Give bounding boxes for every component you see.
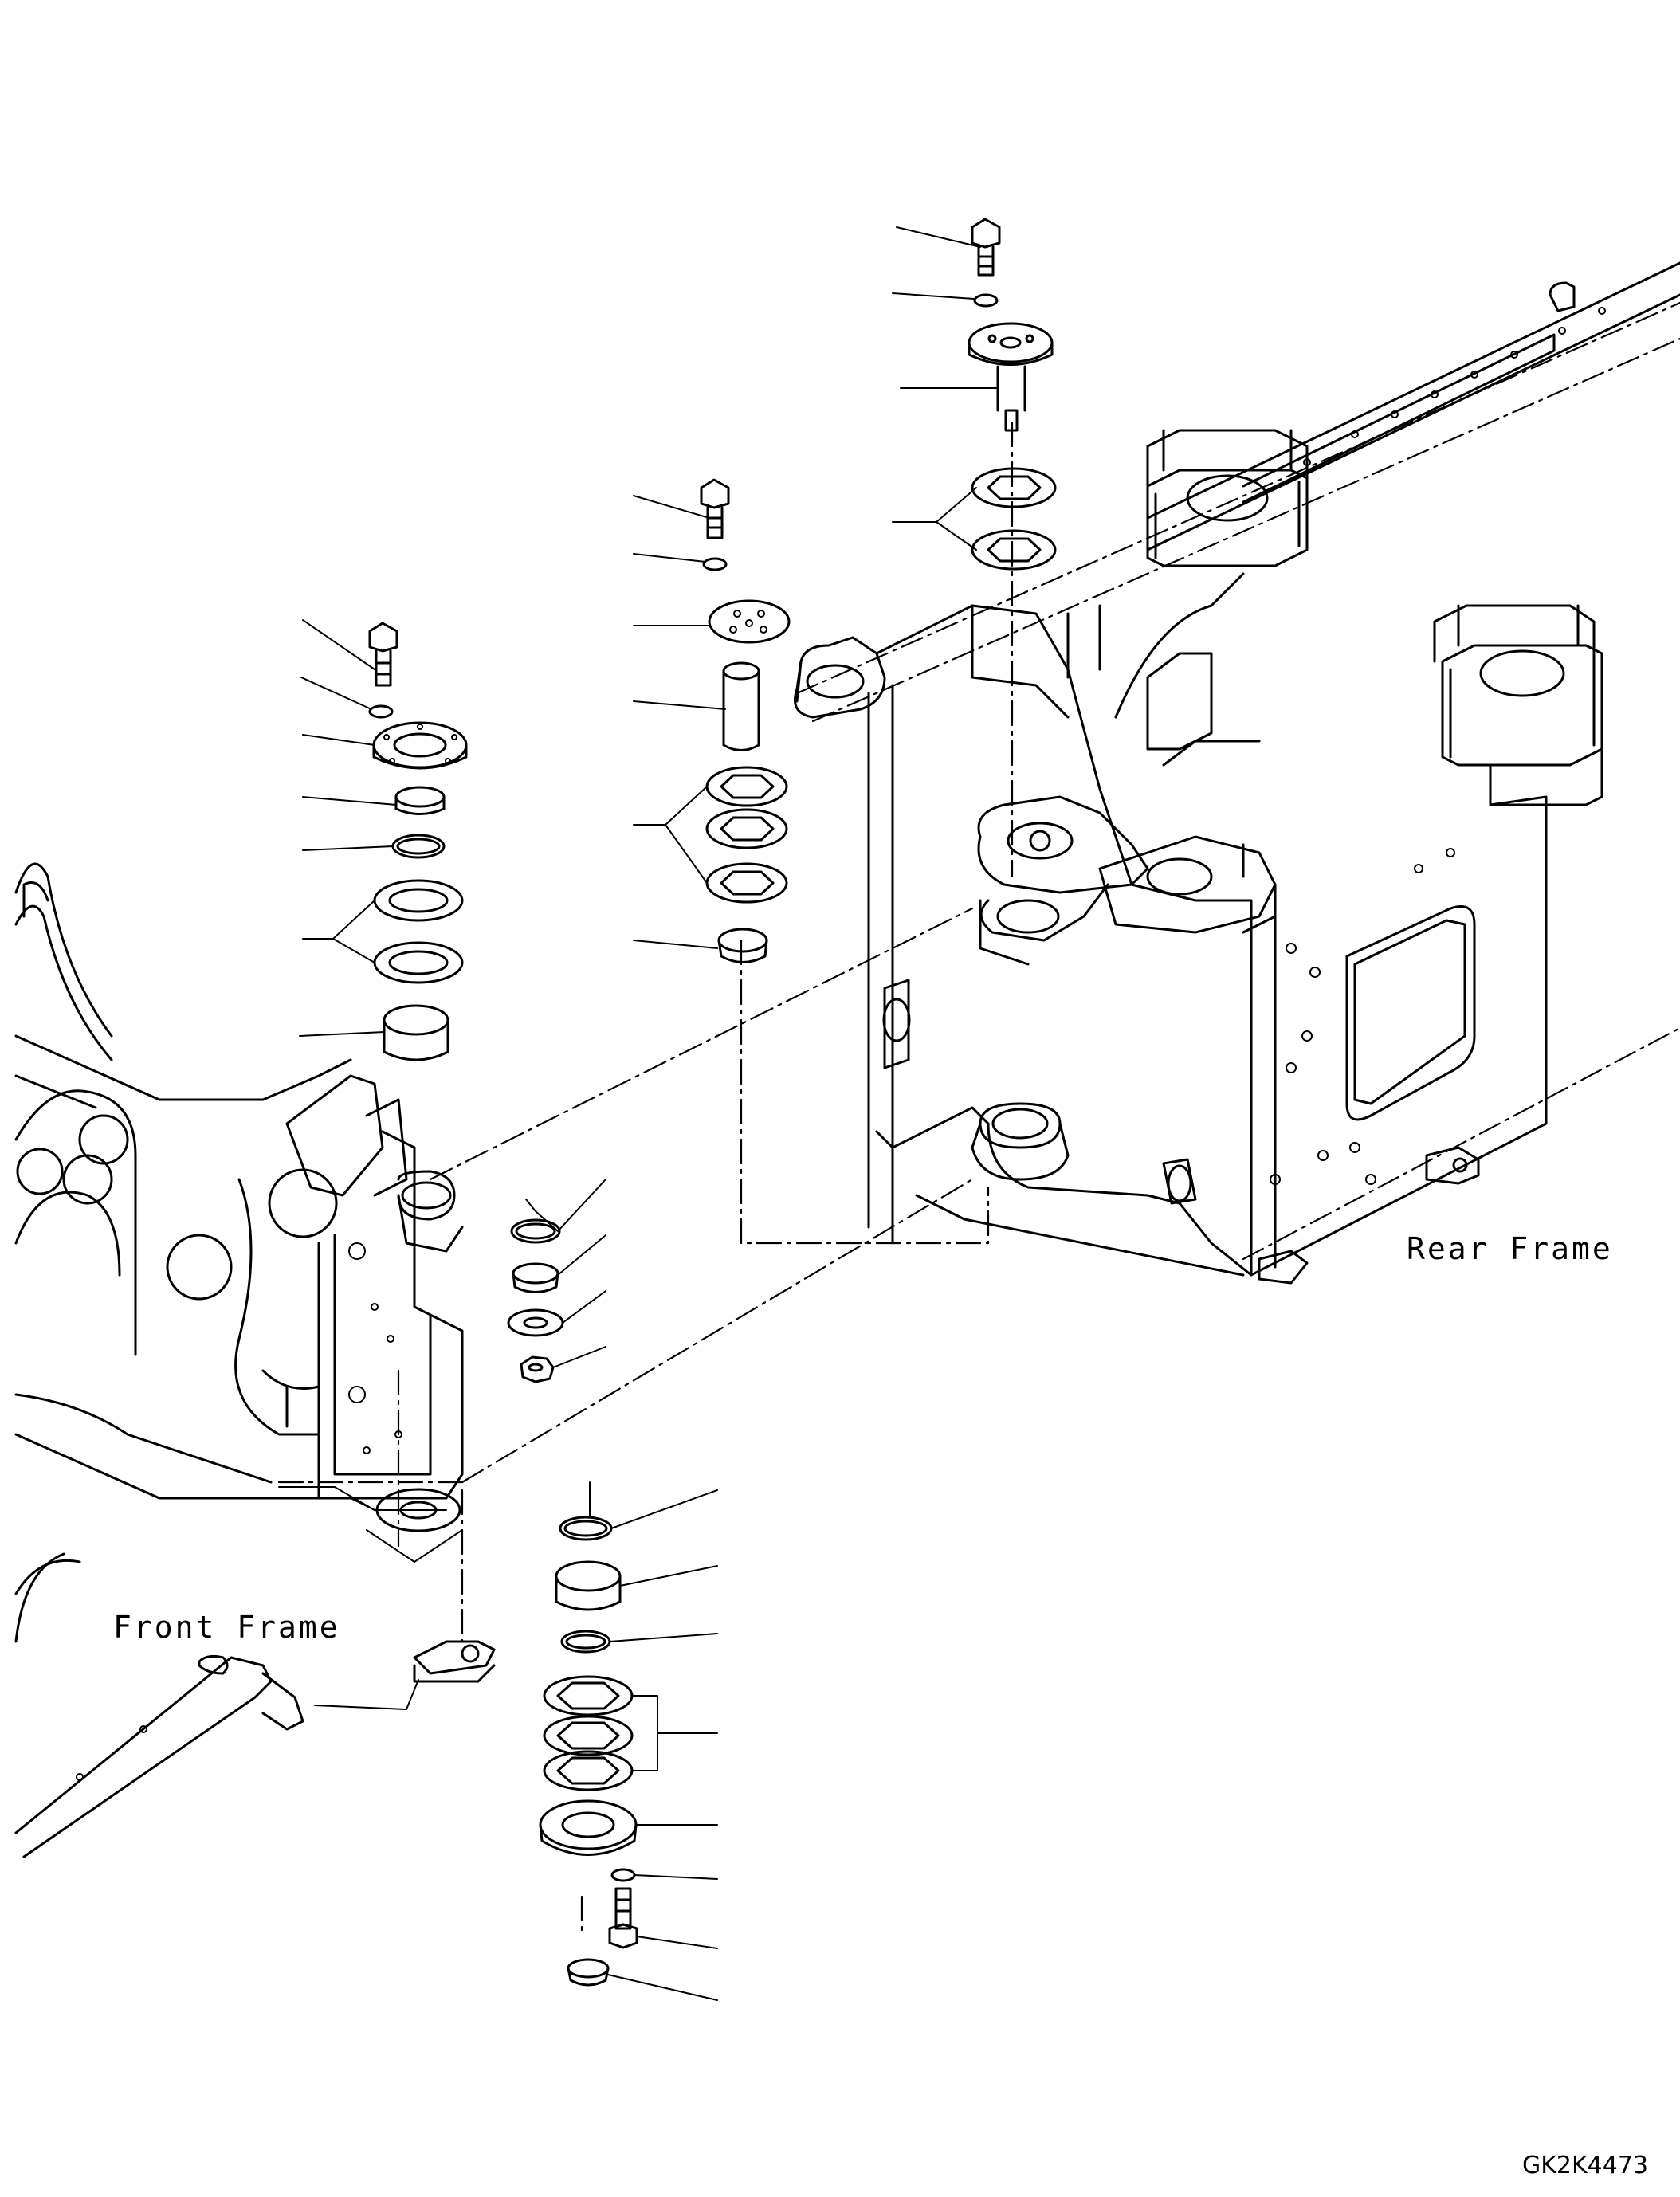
front-support-bar [14, 1654, 304, 1858]
rear-frame-label: Rear Frame [1407, 1231, 1613, 1266]
front-frame [14, 862, 464, 1643]
lower-pin-stack [539, 1516, 638, 1987]
rear-frame [794, 261, 1680, 1285]
left-pin-stack [368, 622, 468, 1061]
drawing-code: GK2K4473 [1522, 2152, 1649, 2179]
upper-pin-stack [968, 218, 1057, 571]
leader-lines [278, 226, 997, 2001]
front-frame-label: Front Frame [113, 1610, 340, 1645]
front-lower-bracket [413, 1640, 496, 1683]
middle-small-stack [507, 1218, 564, 1383]
center-pin-stack [700, 478, 791, 963]
assembly-lines [277, 421, 1014, 1938]
